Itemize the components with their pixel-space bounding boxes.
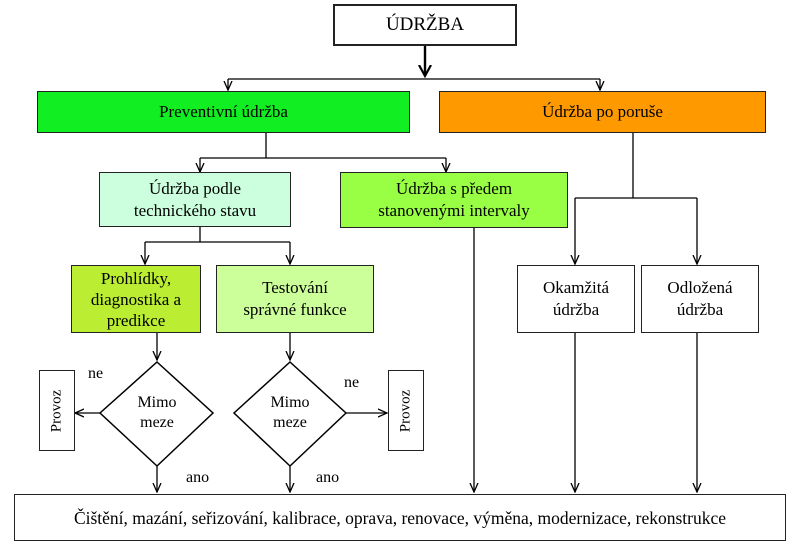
operation-right-label: Provoz [397, 389, 414, 432]
edge-label-no-right: ne [344, 374, 360, 391]
testing-label-line2: správné funkce [243, 300, 347, 319]
condition-label-line1: Údržba podle [148, 178, 242, 198]
decision-left-label: Mimo meze [117, 393, 197, 433]
immediate-maintenance-node: Okamžitá údržba [517, 265, 635, 333]
interval-label-line1: Údržba s předem [395, 179, 513, 198]
immediate-label-line2: údržba [552, 300, 600, 319]
corrective-maintenance-node: Údržba po poruše [439, 91, 766, 133]
decision-left-line1: Mimo [137, 394, 177, 411]
root-node: ÚDRŽBA [333, 4, 517, 46]
operation-right-node: Provoz [388, 370, 424, 451]
decision-right-label: Mimo meze [250, 393, 330, 433]
testing-node: Testování správné funkce [216, 265, 374, 333]
decision-left-line2: meze [140, 414, 174, 431]
actions-label: Čištění, mazání, seřizování, kalibrace, … [73, 507, 727, 528]
decision-right-line1: Mimo [270, 394, 310, 411]
preventive-maintenance-node: Preventivní údržba [37, 91, 410, 133]
decision-right-line2: meze [273, 414, 307, 431]
condition-based-node: Údržba podle technického stavu [99, 172, 291, 227]
inspection-node: Prohlídky, diagnostika a predikce [71, 265, 201, 333]
inspection-label-line2: diagnostika a [90, 289, 182, 309]
corrective-label: Údržba po poruše [542, 102, 663, 121]
testing-label-line1: Testování [262, 278, 328, 297]
edge-label-no-left: ne [88, 365, 104, 382]
root-label: ÚDRŽBA [385, 14, 465, 35]
interval-label-line2: stanovenými intervaly [378, 201, 530, 220]
actions-node: Čištění, mazání, seřizování, kalibrace, … [14, 494, 786, 541]
operation-left-label: Provoz [48, 389, 65, 432]
decision-left-shape [98, 360, 215, 468]
deferred-maintenance-node: Odložená údržba [641, 265, 759, 333]
edge-label-yes-left: ano [186, 469, 210, 486]
edge-label-yes-right: ano [316, 469, 340, 486]
decision-right-shape [232, 360, 348, 468]
inspection-label-line3: predikce [106, 310, 166, 330]
inspection-label-line1: Prohlídky, [100, 268, 172, 288]
deferred-label-line2: údržba [676, 300, 724, 319]
deferred-label-line1: Odložená [667, 278, 733, 297]
condition-label-line2: technického stavu [133, 200, 257, 220]
operation-left-node: Provoz [39, 370, 75, 451]
immediate-label-line1: Okamžitá [542, 278, 610, 297]
preventive-label: Preventivní údržba [159, 102, 288, 121]
interval-based-node: Údržba s předem stanovenými intervaly [340, 172, 568, 228]
